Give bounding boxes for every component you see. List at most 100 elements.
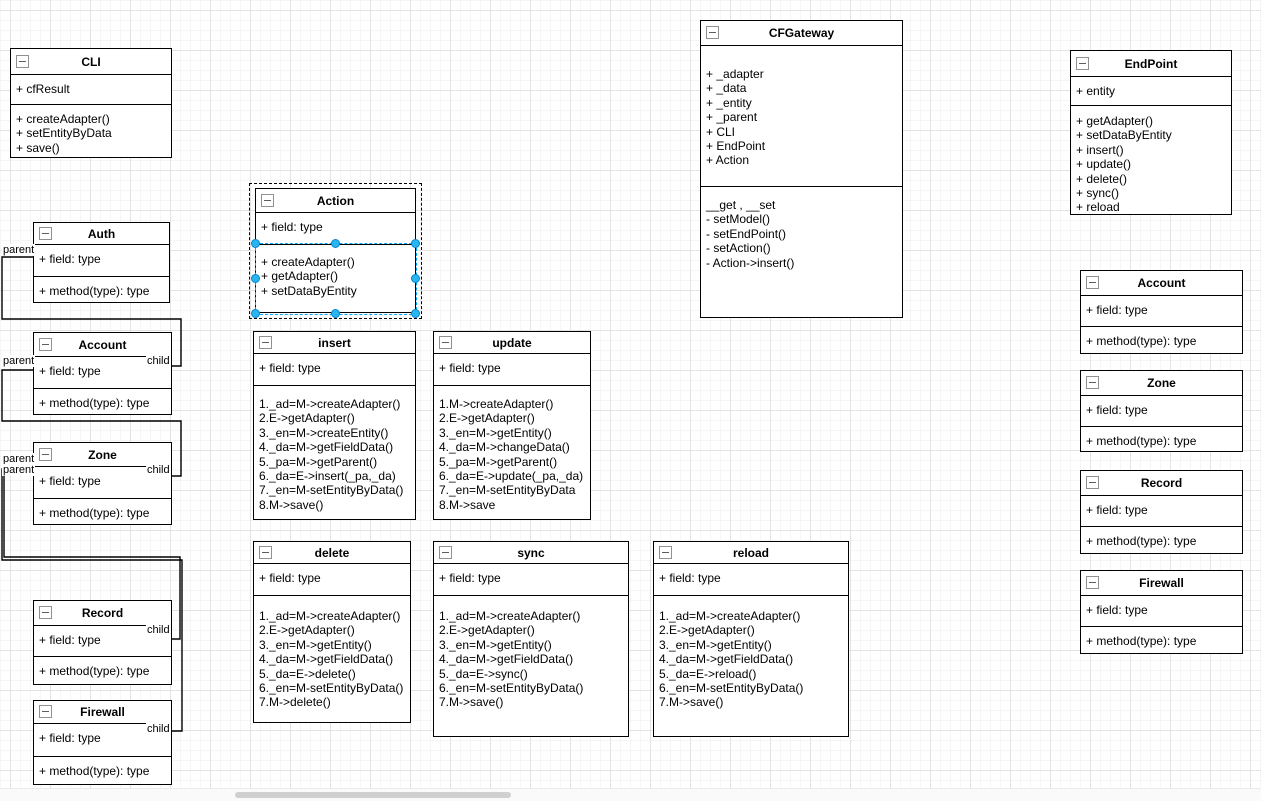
member-line: + CLI	[706, 124, 736, 139]
class-cli[interactable]: CLI + cfResult + createAdapter()+ setEnt…	[10, 48, 172, 158]
attributes-section: + field: type	[434, 564, 628, 595]
class-title-bar: Firewall	[34, 701, 171, 724]
collapse-icon[interactable]	[39, 447, 52, 461]
selection-handle[interactable]	[251, 274, 260, 283]
collapse-icon[interactable]	[659, 545, 672, 559]
methods-section: 1._ad=M->createAdapter()2.E->getAdapter(…	[254, 595, 410, 722]
collapse-icon[interactable]	[1086, 376, 1099, 389]
collapse-icon[interactable]	[706, 26, 719, 39]
class-title-bar: insert	[254, 332, 415, 354]
member-line: 1._ad=M->createAdapter()	[259, 609, 401, 623]
collapse-icon[interactable]	[1086, 476, 1099, 489]
attributes-section: + field: type	[34, 245, 169, 276]
member-line: 1._ad=M->createAdapter()	[439, 609, 581, 623]
methods-section: 1._ad=M->createAdapter()2.E->getAdapter(…	[434, 595, 628, 736]
collapse-icon[interactable]	[39, 337, 52, 351]
collapse-icon[interactable]	[439, 335, 452, 349]
class-update[interactable]: update + field: type 1.M->createAdapter(…	[433, 331, 591, 520]
class-sync[interactable]: sync + field: type 1._ad=M->createAdapte…	[433, 541, 629, 737]
methods-section: + method(type): type	[34, 756, 171, 784]
collapse-icon[interactable]	[259, 545, 272, 559]
edge-label-child[interactable]: child	[146, 624, 171, 636]
methods-section: + getAdapter()+ setDataByEntity+ insert(…	[1071, 105, 1231, 214]
class-title: delete	[314, 545, 350, 560]
class-title-bar: reload	[654, 542, 848, 564]
horizontal-scrollbar-track[interactable]	[0, 788, 1261, 801]
class-account-right[interactable]: Account + field: type + method(type): ty…	[1080, 270, 1243, 354]
methods-section: + method(type): type	[34, 498, 171, 524]
class-record-left[interactable]: Record + field: type + method(type): typ…	[33, 600, 172, 685]
class-auth[interactable]: Auth + field: type + method(type): type	[33, 222, 170, 303]
selection-handle[interactable]	[251, 239, 260, 248]
class-title: insert	[318, 335, 351, 350]
collapse-icon[interactable]	[39, 606, 52, 619]
member-line: + field: type	[39, 731, 101, 745]
member-line: 7.M->save()	[439, 695, 504, 710]
member-line: + _entity	[706, 95, 752, 110]
member-line: 5._da=E->delete()	[259, 666, 356, 681]
attributes-section: + field: type	[254, 354, 415, 385]
horizontal-scrollbar-thumb[interactable]	[235, 792, 511, 798]
member-line: + method(type): type	[39, 764, 150, 778]
member-line: - Action->insert()	[706, 255, 795, 270]
methods-section: 1.M->createAdapter()2.E->getAdapter()3._…	[434, 385, 590, 519]
class-title: EndPoint	[1124, 56, 1178, 71]
member-line: + method(type): type	[39, 506, 150, 520]
member-line: + method(type): type	[39, 664, 150, 678]
collapse-icon[interactable]	[439, 545, 452, 559]
member-line: + _adapter	[706, 67, 764, 81]
member-line: 6._en=M-setEntityByData()	[259, 681, 404, 696]
class-firewall-right[interactable]: Firewall + field: type + method(type): t…	[1080, 570, 1243, 654]
member-line: 3._en=M->getEntity()	[259, 637, 372, 652]
edge-label-child[interactable]: child	[146, 355, 171, 367]
edge-label-parent[interactable]: parent	[2, 355, 36, 367]
class-action[interactable]: Action + field: type + createAdapter()+ …	[255, 188, 416, 313]
class-zone-left[interactable]: Zone + field: type + method(type): type	[33, 442, 172, 525]
member-line: 7.M->delete()	[259, 695, 331, 710]
class-zone-right[interactable]: Zone + field: type + method(type): type	[1080, 370, 1243, 452]
selection-handle[interactable]	[411, 239, 420, 248]
selection-handle[interactable]	[411, 309, 420, 318]
class-title-bar: Firewall	[1081, 571, 1242, 596]
member-line: + update()	[1076, 157, 1132, 172]
member-line: + field: type	[259, 361, 321, 375]
attributes-section: + field: type	[654, 564, 848, 595]
member-line: 6._da=E->update(_pa,_da)	[439, 469, 584, 484]
collapse-icon[interactable]	[16, 54, 29, 68]
attributes-section: + field: type	[1081, 596, 1242, 626]
class-insert[interactable]: insert + field: type 1._ad=M->createAdap…	[253, 331, 416, 520]
edge-label-child[interactable]: child	[146, 723, 171, 735]
collapse-icon[interactable]	[39, 705, 52, 718]
class-firewall-left[interactable]: Firewall + field: type + method(type): t…	[33, 700, 172, 785]
member-line: 3._en=M->getEntity()	[659, 637, 772, 652]
class-record-right[interactable]: Record + field: type + method(type): typ…	[1080, 470, 1243, 554]
collapse-icon[interactable]	[39, 226, 52, 240]
class-title-bar: delete	[254, 542, 410, 564]
methods-section: 1._ad=M->createAdapter()2.E->getAdapter(…	[654, 595, 848, 736]
class-cfgateway[interactable]: CFGateway + _adapter+ _data+ _entity+ _p…	[700, 20, 903, 318]
collapse-icon[interactable]	[259, 335, 272, 349]
class-account-left[interactable]: Account + field: type + method(type): ty…	[33, 332, 172, 415]
attributes-section: + field: type	[256, 213, 415, 244]
member-line: 4._da=M->getFieldData()	[259, 652, 394, 667]
edge-label-parent[interactable]: parent	[2, 244, 36, 256]
class-title: update	[492, 335, 532, 350]
class-delete[interactable]: delete + field: type 1._ad=M->createAdap…	[253, 541, 411, 723]
selection-handle[interactable]	[251, 309, 260, 318]
edge-label-child[interactable]: child	[146, 464, 171, 476]
collapse-icon[interactable]	[261, 193, 274, 207]
class-endpoint[interactable]: EndPoint + entity + getAdapter()+ setDat…	[1070, 50, 1232, 215]
selection-handle[interactable]	[411, 274, 420, 283]
edge-label-parent[interactable]: parent	[2, 464, 36, 476]
collapse-icon[interactable]	[1086, 276, 1099, 289]
collapse-icon[interactable]	[1086, 576, 1099, 589]
member-line: __get , __set	[706, 198, 776, 212]
class-reload[interactable]: reload + field: type 1._ad=M->createAdap…	[653, 541, 849, 737]
member-line: 5._pa=M->getParent()	[439, 454, 558, 469]
selection-handle[interactable]	[331, 309, 340, 318]
selection-handle[interactable]	[331, 239, 340, 248]
collapse-icon[interactable]	[1076, 56, 1089, 70]
member-line: 4._da=M->changeData()	[439, 440, 570, 455]
class-title-bar: sync	[434, 542, 628, 564]
